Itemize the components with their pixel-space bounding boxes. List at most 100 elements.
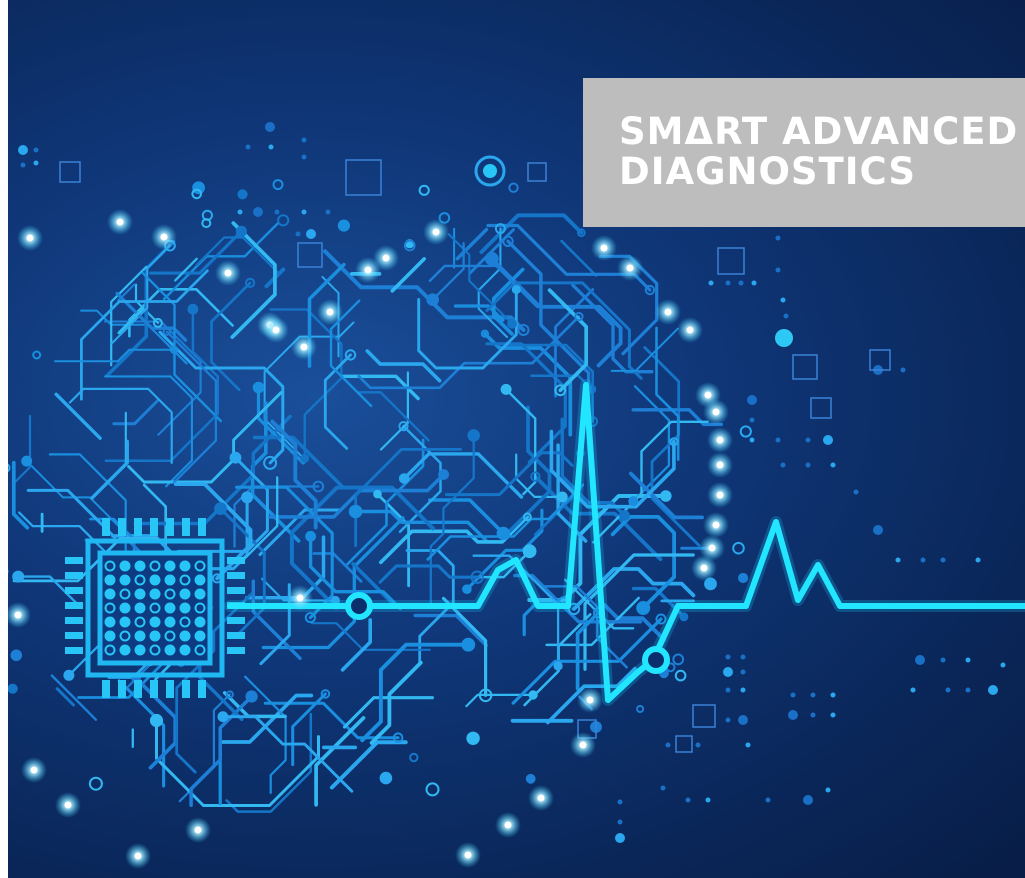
circuit-trace — [342, 696, 434, 729]
circuit-trace — [329, 299, 373, 408]
circuit-trace — [431, 241, 465, 301]
chip-pin — [102, 680, 110, 698]
circuit-trace — [230, 221, 277, 339]
glow-point-core — [134, 852, 142, 860]
chip-pin — [65, 647, 83, 654]
chip-dot — [179, 616, 191, 628]
circuit-trace — [353, 509, 488, 542]
scatter-dot — [18, 145, 28, 155]
circuit-trace — [402, 452, 524, 499]
circuit-node — [418, 184, 430, 196]
chip-pin — [65, 572, 83, 579]
circuit-node — [466, 731, 480, 745]
circuit-trace — [413, 613, 488, 647]
circuit-trace — [111, 244, 171, 345]
circuit-trace — [492, 267, 525, 336]
circuit-trace — [117, 283, 136, 302]
circuit-trace — [239, 476, 279, 564]
glow-point-core — [704, 391, 712, 399]
chip-pin — [134, 680, 142, 698]
scatter-dot — [810, 692, 816, 698]
outline-square — [792, 354, 818, 380]
chip-dot — [149, 560, 161, 572]
circuit-trace — [354, 448, 462, 547]
chip-dot — [179, 574, 191, 586]
scatter-dot — [965, 687, 971, 693]
circuit-node — [149, 713, 164, 728]
chip-dot — [149, 630, 161, 642]
circuit-node — [337, 219, 350, 232]
glow-point-core — [504, 821, 512, 829]
scatter-dot — [33, 147, 39, 153]
chip-pin — [166, 518, 174, 536]
circuit-trace — [12, 414, 32, 485]
heartbeat-node — [345, 592, 373, 620]
circuit-trace — [545, 596, 640, 647]
circuit-node — [277, 214, 290, 227]
scatter-dot — [988, 685, 998, 695]
scatter-dot — [940, 557, 946, 563]
circuit-trace — [405, 549, 455, 666]
circuit-trace — [11, 460, 30, 530]
scatter-dot — [895, 557, 901, 563]
scatter-dot — [853, 489, 859, 495]
glow-point-core — [626, 264, 634, 272]
circuit-trace — [68, 387, 173, 464]
chip-dot — [104, 574, 116, 586]
chip-pin — [198, 680, 206, 698]
circuit-brain-illustration — [8, 122, 1025, 869]
glow-point-core — [272, 326, 280, 334]
circuit-node — [636, 601, 651, 615]
hero-illustration: SMΔRT ADVANCED DIAGNOSTICS — [8, 0, 1025, 878]
circuit-trace — [323, 353, 352, 450]
circuit-trace — [149, 229, 243, 275]
circuit-node — [425, 782, 440, 797]
circuit-trace — [244, 675, 287, 794]
circuit-node — [674, 669, 687, 682]
chip-pin — [227, 632, 245, 639]
scatter-dot — [788, 710, 798, 720]
circuit-trace — [310, 622, 431, 651]
circuit-trace — [610, 515, 676, 610]
circuit-trace — [256, 385, 305, 465]
scatter-dot — [780, 462, 786, 468]
chip-pin — [65, 632, 83, 639]
scatter-dots — [18, 122, 1006, 843]
circuit-trace — [251, 579, 302, 660]
outline-square — [345, 159, 382, 196]
chip-body — [85, 538, 225, 678]
circuit-node — [162, 327, 172, 336]
chip-pin — [150, 680, 158, 698]
circuit-trace — [269, 308, 343, 460]
scatter-dot — [738, 280, 744, 286]
circuit-node — [553, 661, 563, 671]
chip-pin — [65, 602, 83, 609]
scatter-dot — [747, 395, 757, 405]
circuit-trace — [173, 482, 253, 581]
circuit-node — [554, 384, 567, 397]
circuit-trace — [54, 392, 102, 440]
circuit-node — [628, 496, 639, 507]
circuit-node — [619, 510, 630, 521]
chip-dot — [164, 616, 176, 628]
circuit-node — [398, 473, 410, 484]
outline-square — [527, 162, 547, 182]
circuit-node — [63, 669, 75, 681]
chip-dot — [119, 644, 131, 656]
scatter-dot — [783, 313, 789, 319]
circuit-node — [235, 225, 247, 237]
scatter-dot — [825, 787, 831, 793]
scatter-dot — [705, 797, 711, 803]
scatter-dot — [725, 654, 731, 660]
circuit-node — [507, 318, 517, 329]
circuit-node — [660, 490, 672, 502]
chip-dot — [134, 588, 146, 600]
scatter-dot — [740, 654, 746, 660]
circuit-node — [392, 732, 404, 744]
scatter-dot — [237, 209, 243, 215]
circuit-trace — [592, 420, 709, 544]
chip-dot — [194, 644, 206, 656]
title-line-2: DIAGNOSTICS — [619, 150, 917, 193]
scatter-dot — [740, 669, 746, 675]
circuit-trace — [104, 375, 193, 488]
